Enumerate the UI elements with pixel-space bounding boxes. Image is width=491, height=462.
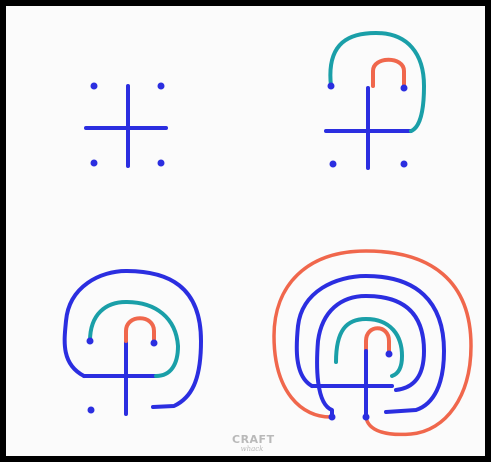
seed-dot: [91, 83, 98, 90]
seed-dot: [151, 340, 158, 347]
arc-middle-teal: [90, 302, 178, 376]
arc-outer-blue: [65, 271, 201, 407]
seed-dot: [401, 85, 408, 92]
arc-middle-teal: [336, 319, 402, 376]
arc-inner-coral: [373, 60, 404, 88]
arc-second-blue: [317, 296, 424, 417]
seed-dot: [158, 83, 165, 90]
seed-dot: [330, 161, 337, 168]
seed-dot: [158, 160, 165, 167]
seed-dot: [88, 407, 95, 414]
seed-dot: [401, 161, 408, 168]
seed-dot: [363, 414, 370, 421]
arc-inner-coral: [126, 318, 154, 343]
seed-dot: [328, 83, 335, 90]
seed-dot: [87, 338, 94, 345]
step-4-completed-labyrinth: [274, 251, 471, 434]
step-3-second-arc: [65, 271, 201, 414]
seed-dot: [386, 351, 393, 358]
labyrinth-drawing: [6, 6, 491, 462]
arc-inner-coral: [366, 328, 389, 354]
seed-dot: [329, 414, 336, 421]
step-1-seed-pattern: [86, 83, 166, 167]
step-2-first-arcs: [326, 33, 424, 168]
seed-dot: [91, 160, 98, 167]
arc-outer-teal: [330, 33, 424, 131]
arc-outermost-coral: [274, 251, 471, 434]
